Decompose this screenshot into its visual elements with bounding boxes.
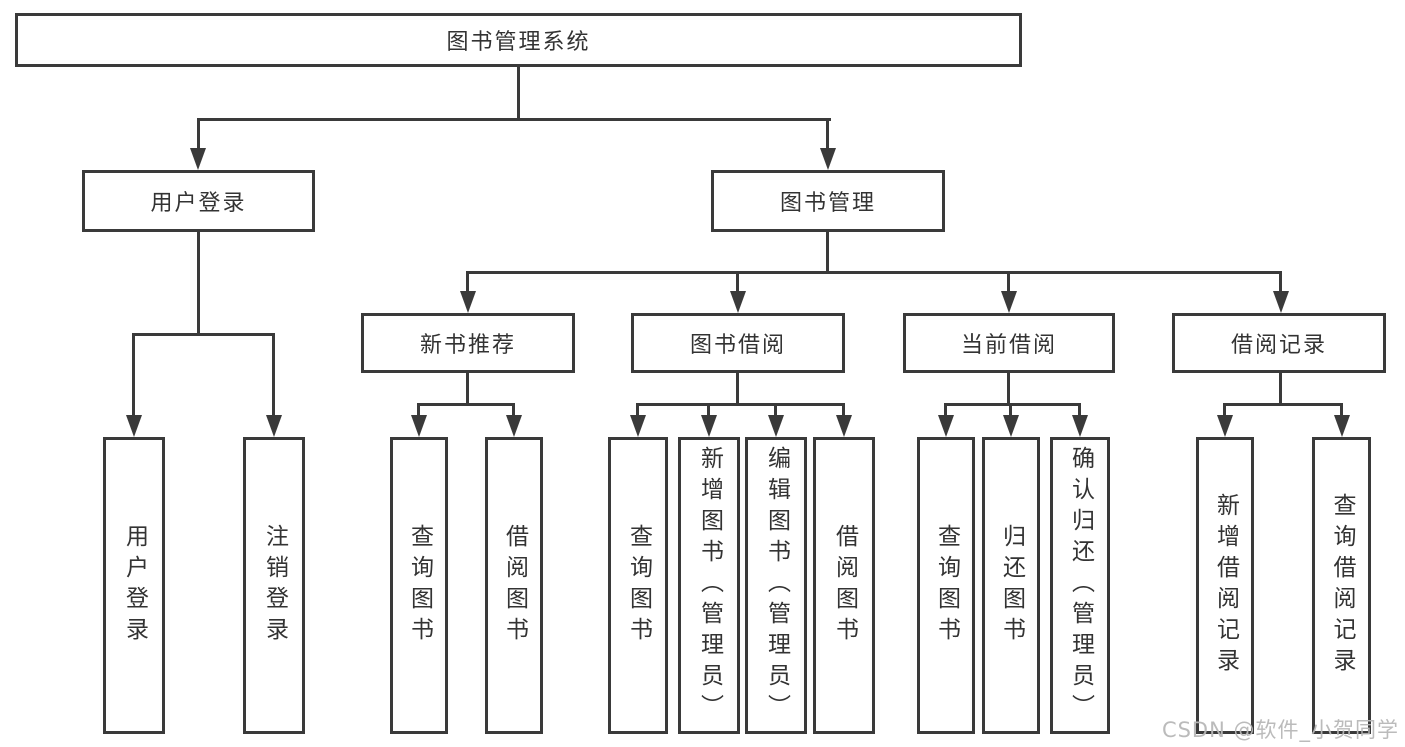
connector-line-vertical (1279, 271, 1282, 293)
connector-line-vertical (636, 403, 639, 417)
connector-line-vertical (1279, 373, 1282, 406)
leaf-label: 查询借阅记录 (1329, 492, 1355, 679)
connector-line-vertical (826, 118, 829, 150)
node-new-book-recommend: 新书推荐 (361, 313, 575, 373)
connector-line-vertical (512, 403, 515, 417)
arrow-down-icon (836, 415, 852, 437)
arrow-down-icon (1001, 291, 1017, 313)
leaf-query-books-recommend: 查询图书 (390, 437, 448, 734)
arrow-down-icon (630, 415, 646, 437)
arrow-down-icon (411, 415, 427, 437)
arrow-down-icon (701, 415, 717, 437)
leaf-label: 新增图书（管理员） (696, 446, 723, 725)
connector-line-vertical (197, 232, 200, 335)
leaf-label: 用户登录 (121, 523, 148, 648)
leaf-add-borrow-record: 新增借阅记录 (1196, 437, 1254, 734)
leaf-label: 借阅图书 (501, 523, 528, 648)
connector-line-horizontal (636, 403, 845, 406)
connector-line-vertical (517, 67, 520, 120)
leaf-query-books-current: 查询图书 (917, 437, 975, 734)
arrow-down-icon (1003, 415, 1019, 437)
leaf-label: 查询图书 (625, 523, 652, 648)
connector-line-vertical (132, 333, 135, 417)
node-book-management-system: 图书管理系统 (15, 13, 1022, 67)
leaf-label: 借阅图书 (831, 523, 858, 648)
connector-line-horizontal (197, 118, 831, 121)
watermark: CSDN @软件_小贺同学 (1161, 718, 1399, 742)
node-borrowing-records: 借阅记录 (1172, 313, 1386, 373)
leaf-user-login: 用户登录 (103, 437, 165, 734)
arrow-down-icon (126, 415, 142, 437)
connector-line-vertical (707, 403, 710, 417)
node-book-borrowing: 图书借阅 (631, 313, 845, 373)
connector-line-vertical (417, 403, 420, 417)
connector-line-vertical (272, 333, 275, 417)
connector-line-vertical (1009, 403, 1012, 417)
leaf-label: 查询图书 (406, 523, 433, 648)
leaf-label: 编辑图书（管理员） (763, 446, 790, 725)
connector-line-vertical (1007, 271, 1010, 293)
arrow-down-icon (730, 291, 746, 313)
connector-line-horizontal (1223, 403, 1343, 406)
arrow-down-icon (1217, 415, 1233, 437)
connector-line-vertical (1078, 403, 1081, 417)
leaf-label: 归还图书 (998, 523, 1025, 648)
connector-line-vertical (466, 271, 469, 293)
leaf-return-books: 归还图书 (982, 437, 1040, 734)
connector-line-vertical (1340, 403, 1343, 417)
arrow-down-icon (768, 415, 784, 437)
node-current-borrowing: 当前借阅 (903, 313, 1115, 373)
leaf-add-book-admin: 新增图书（管理员） (678, 437, 740, 734)
leaf-borrow-books: 借阅图书 (813, 437, 875, 734)
arrow-down-icon (1072, 415, 1088, 437)
arrow-down-icon (266, 415, 282, 437)
leaf-borrow-books-recommend: 借阅图书 (485, 437, 543, 734)
arrow-down-icon (938, 415, 954, 437)
leaf-label: 查询图书 (933, 523, 960, 648)
arrow-down-icon (460, 291, 476, 313)
connector-line-vertical (736, 271, 739, 293)
leaf-query-borrow-record: 查询借阅记录 (1312, 437, 1371, 734)
connector-line-vertical (826, 232, 829, 273)
node-user-login: 用户登录 (82, 170, 315, 232)
leaf-logout: 注销登录 (243, 437, 305, 734)
node-book-management: 图书管理 (711, 170, 945, 232)
connector-line-vertical (1223, 403, 1226, 417)
connector-line-horizontal (417, 403, 515, 406)
leaf-edit-book-admin: 编辑图书（管理员） (745, 437, 807, 734)
connector-line-vertical (944, 403, 947, 417)
connector-line-vertical (197, 118, 200, 150)
arrow-down-icon (820, 148, 836, 170)
connector-line-vertical (842, 403, 845, 417)
leaf-query-books-borrowing: 查询图书 (608, 437, 668, 734)
arrow-down-icon (506, 415, 522, 437)
arrow-down-icon (1334, 415, 1350, 437)
leaf-label: 注销登录 (261, 523, 288, 648)
leaf-label: 新增借阅记录 (1212, 492, 1239, 679)
connector-line-vertical (774, 403, 777, 417)
arrow-down-icon (1273, 291, 1289, 313)
leaf-label: 确认归还（管理员） (1067, 446, 1094, 725)
connector-line-vertical (736, 373, 739, 406)
connector-line-horizontal (944, 403, 1081, 406)
connector-line-horizontal (132, 333, 275, 336)
connector-line-vertical (466, 373, 469, 406)
leaf-confirm-return-admin: 确认归还（管理员） (1050, 437, 1110, 734)
arrow-down-icon (190, 148, 206, 170)
connector-line-horizontal (466, 271, 1282, 274)
connector-line-vertical (1007, 373, 1010, 406)
